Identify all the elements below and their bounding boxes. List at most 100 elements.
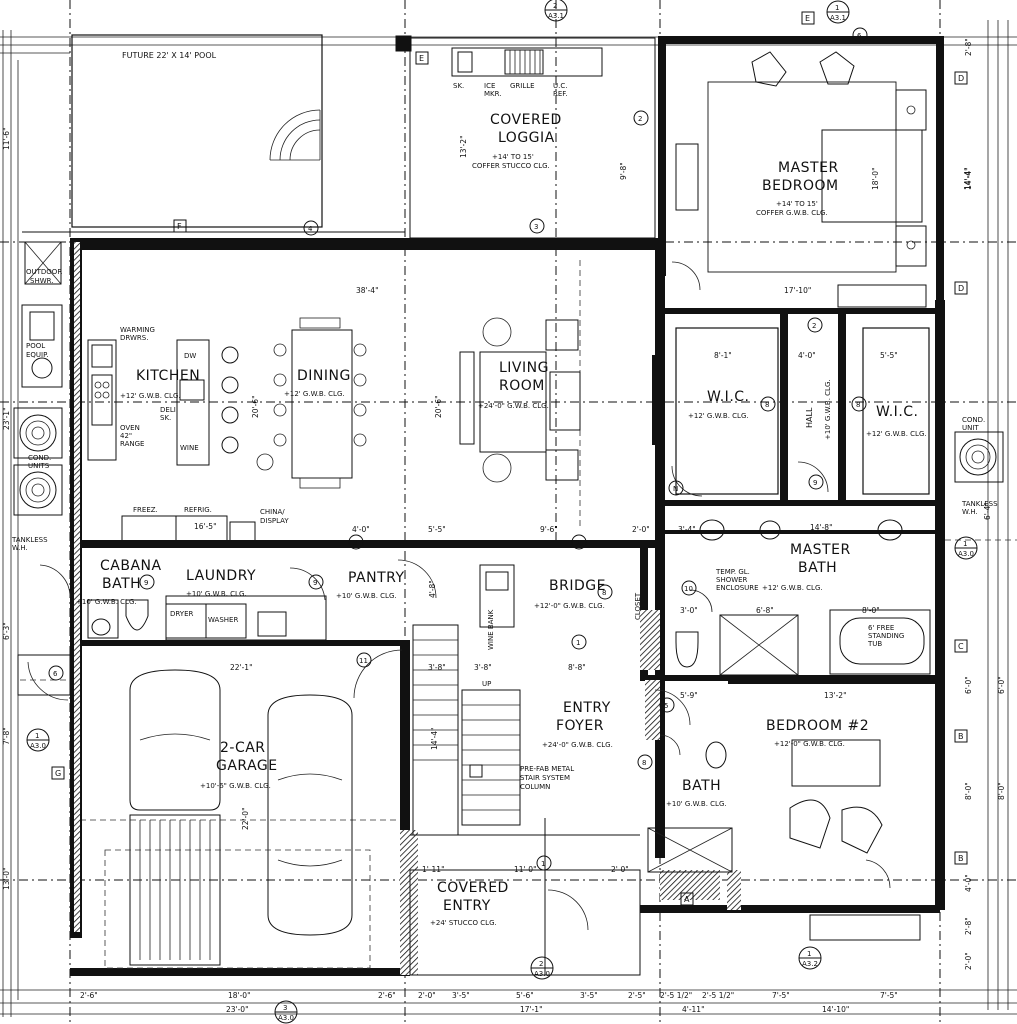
master-bath-title: MASTER: [790, 542, 851, 558]
section-mark: 2 A3.0: [530, 956, 554, 980]
section-num: 1: [835, 4, 839, 12]
kitchen-ceiling: +12' G.W.B. CLG.: [120, 392, 181, 400]
living-title: LIVING: [499, 360, 549, 376]
walls: [70, 238, 945, 976]
tankless-right-2: W.H.: [962, 508, 978, 516]
grid-label: C: [958, 642, 964, 651]
closet-note: CLOSET: [634, 592, 642, 620]
dim: 6'-4": [983, 502, 992, 520]
dim: 5'-5": [428, 525, 446, 534]
section-mark: 1 A3.0: [954, 536, 978, 560]
door-tag: 1: [541, 860, 545, 868]
dim: 23'-1": [2, 407, 11, 430]
door-tag: 10: [684, 585, 693, 593]
cond-unit: COND.: [962, 416, 985, 424]
service-rooms: [27, 559, 515, 701]
outdoor-shwr-2: SHWR.: [30, 277, 53, 285]
door-tag: 2: [638, 115, 642, 123]
master-bedroom-title: MASTER: [778, 160, 839, 176]
dim: 2'-5 1/2": [702, 991, 734, 1000]
dim: 3'-0": [680, 606, 698, 615]
master-bath-ceiling: +12' G.W.B. CLG.: [762, 584, 823, 592]
oven-note-3: RANGE: [120, 440, 144, 448]
dim: 17'-10": [784, 286, 811, 295]
grid-labels: E F G D D C B B A E: [51, 11, 968, 906]
dim: 23'-0": [226, 1005, 249, 1014]
grid-label: D: [958, 74, 964, 83]
tankless-left: TANKLESS: [11, 536, 48, 544]
room-labels: FUTURE 22' X 14' POOL SK. ICE MKR. GRILL…: [11, 51, 998, 927]
garage-title-2: GARAGE: [216, 758, 278, 774]
pantry-title: PANTRY: [348, 570, 405, 586]
dim: 6'-0": [997, 676, 1006, 694]
dim: 4'-0": [352, 525, 370, 534]
dim: 2'-5 1/2": [660, 991, 692, 1000]
dim: 14'-4": [430, 727, 439, 750]
dim: 2'-0": [611, 865, 629, 874]
living-title-2: ROOM: [499, 378, 545, 394]
section-num: 1: [807, 950, 811, 958]
stair: [410, 624, 640, 836]
bath-ceiling: +10' G.W.B. CLG.: [666, 800, 727, 808]
door-tag: 3: [534, 223, 538, 231]
washer-note: WASHER: [208, 616, 238, 624]
dim: 6'-3": [2, 622, 11, 640]
wine-bank: WINE BANK: [487, 609, 495, 650]
section-sheet: A3.1: [548, 12, 564, 20]
dim: 4'-11": [682, 1005, 705, 1014]
dim: 20'-6": [251, 395, 260, 418]
door-tag: 8: [602, 589, 606, 597]
cond-unit-2: UNIT: [962, 424, 979, 432]
covered-entry-ceiling: +24' STUCCO CLG.: [430, 919, 497, 927]
dim: 3'-5": [580, 991, 598, 1000]
warming-note-2: DRWRS.: [120, 334, 148, 342]
dim: 16'-5": [194, 522, 217, 531]
dim: 14'-4": [963, 167, 972, 190]
dw-note: DW: [184, 352, 196, 360]
door-tag: 8: [642, 759, 646, 767]
section-sheet: A3.0: [30, 742, 46, 750]
warming-note: WARMING: [120, 326, 155, 334]
dim: 14'-4": [964, 167, 973, 190]
stair-note: PRE-FAB METAL: [520, 765, 574, 773]
garage-cars: [104, 669, 371, 969]
dim: 2'-8": [964, 917, 973, 935]
grille-note: GRILLE: [510, 82, 535, 90]
section-num: 1: [35, 732, 39, 740]
shower-note-2: SHOWER: [716, 576, 748, 584]
pool-equip: POOL: [26, 342, 45, 350]
dim: 2'-0": [418, 991, 436, 1000]
laundry-title: LAUNDRY: [186, 568, 256, 584]
door-tag: 9: [313, 579, 317, 587]
section-mark: 1 A3.0: [26, 728, 50, 752]
dim: 11'-0": [514, 865, 537, 874]
ucref-note-2: REF.: [553, 90, 567, 98]
exterior-equipment: [13, 241, 1004, 696]
dim: 6'-8": [756, 606, 774, 615]
dim: 4'-0": [798, 351, 816, 360]
bridge-ceiling: +12'-0" G.W.B. CLG.: [534, 602, 605, 610]
ucref-note: U.C.: [553, 82, 567, 90]
master-bedroom-title-2: BEDROOM: [762, 178, 839, 194]
shower-note-3: ENCLOSURE: [716, 584, 759, 592]
section-mark: 1 A3.2: [798, 946, 822, 970]
foyer-title: ENTRY: [563, 700, 611, 716]
section-num: 1: [963, 540, 967, 548]
tankless-left-2: W.H.: [12, 544, 28, 552]
loggia-ceiling: +14' TO 15': [492, 153, 534, 161]
bedroom2-ceiling: +12'-0" G.W.B. CLG.: [774, 740, 845, 748]
dim: 2'-0": [964, 952, 973, 970]
laundry-ceiling: +10' G.W.B. CLG.: [186, 590, 247, 598]
dim: 8'-0": [964, 782, 973, 800]
cond-units-2: UNITS: [28, 462, 50, 470]
great-room-furniture: [87, 317, 658, 547]
door-tag: 6: [857, 32, 862, 40]
living-ceiling: +24'-0" G.W.B. CLG.: [478, 402, 549, 410]
pool-note: FUTURE 22' X 14' POOL: [122, 51, 217, 60]
stair-note-3: COLUMN: [520, 783, 550, 791]
pool-equip-2: EQUIP.: [26, 351, 48, 359]
grid-label: G: [55, 769, 61, 778]
dim: 22'-1": [230, 663, 253, 672]
dining-ceiling: +12' G.W.B. CLG.: [284, 390, 345, 398]
